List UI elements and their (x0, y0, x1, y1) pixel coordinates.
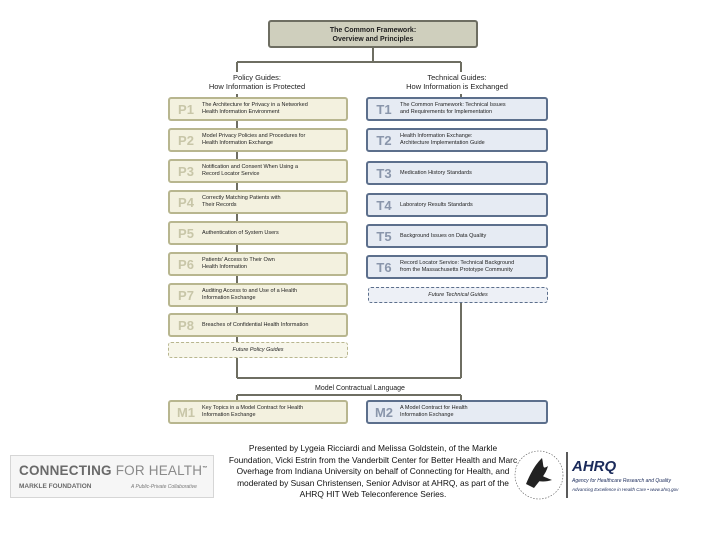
policy-label: Breaches of Confidential Health Informat… (202, 321, 309, 328)
technical-code: T6 (376, 259, 392, 275)
technical-guide-t3[interactable]: T3 Medication History Standards (366, 161, 548, 185)
policy-guide-p1[interactable]: P1 The Architecture for Privacy in a Net… (168, 97, 348, 121)
hhs-eagle-icon (514, 450, 568, 500)
policy-code: P7 (178, 287, 194, 303)
policy-column-title: Policy Guides: How Information is Protec… (172, 73, 342, 91)
policy-code: P3 (178, 163, 194, 179)
ahrq-agency-name: Agency for Healthcare Research and Quali… (572, 478, 671, 484)
technical-code: T3 (376, 165, 392, 181)
technical-code: T4 (376, 197, 392, 213)
framework-header-box: The Common Framework: Overview and Princ… (268, 20, 478, 48)
policy-code: P8 (178, 317, 194, 333)
technical-title-line1: Technical Guides: (427, 73, 487, 82)
policy-guide-p3[interactable]: P3 Notification and Consent When Using a… (168, 159, 348, 183)
framework-title-line1: The Common Framework: (329, 27, 417, 34)
policy-title-line1: Policy Guides: (233, 73, 281, 82)
policy-label: The Architecture for Privacy in a Networ… (202, 102, 308, 115)
technical-label: Record Locator Service: Technical Backgr… (400, 260, 515, 273)
policy-label: Model Privacy Policies and Procedures fo… (202, 133, 306, 146)
policy-guide-p2[interactable]: P2 Model Privacy Policies and Procedures… (168, 128, 348, 152)
ahrq-logo: AHRQ (572, 458, 617, 475)
policy-title-line2: How Information is Protected (208, 82, 306, 91)
policy-guide-p8[interactable]: P8 Breaches of Confidential Health Infor… (168, 313, 348, 337)
presenter-credits: Presented by Lygeia Ricciardi and Meliss… (228, 443, 518, 500)
technical-code: T1 (376, 101, 392, 117)
technical-guide-t6[interactable]: T6 Record Locator Service: Technical Bac… (366, 255, 548, 279)
policy-guide-p7[interactable]: P7 Auditing Access to and Use of a Healt… (168, 283, 348, 307)
contract-code: M2 (374, 404, 394, 420)
policy-code: P5 (178, 225, 194, 241)
connecting-for-health-logo: CONNECTING FOR HEALTH™ MARKLE FOUNDATION… (10, 455, 214, 498)
technical-guide-t2[interactable]: T2 Health Information Exchange:Architect… (366, 128, 548, 152)
cfh-wordmark: CONNECTING FOR HEALTH™ (19, 463, 208, 478)
policy-code: P2 (178, 132, 194, 148)
technical-column-title: Technical Guides: How Information is Exc… (372, 73, 542, 91)
policy-code: P4 (178, 194, 194, 210)
technical-label: Background Issues on Data Quality (400, 232, 487, 239)
cfh-tagline: A Public-Private Collaborative (131, 484, 197, 490)
framework-title-line2: Overview and Principles (332, 36, 414, 43)
technical-title-line2: How Information is Exchanged (406, 82, 508, 91)
policy-label: Authentication of System Users (202, 229, 279, 236)
technical-guide-t4[interactable]: T4 Laboratory Results Standards (366, 193, 548, 217)
technical-label: Health Information Exchange:Architecture… (400, 133, 485, 146)
technical-code: T2 (376, 132, 392, 148)
technical-code: T5 (376, 228, 392, 244)
future-policy-guides[interactable]: Future Policy Guides (168, 342, 348, 358)
contract-code: M1 (176, 404, 196, 420)
policy-guide-p5[interactable]: P5 Authentication of System Users (168, 221, 348, 245)
future-technical-guides[interactable]: Future Technical Guides (368, 287, 548, 303)
markle-foundation-label: MARKLE FOUNDATION (19, 483, 92, 490)
contract-label: Key Topics in a Model Contract for Healt… (202, 405, 304, 418)
technical-label: Medication History Standards (400, 169, 472, 176)
technical-guide-t5[interactable]: T5 Background Issues on Data Quality (366, 224, 548, 248)
technical-guide-t1[interactable]: T1 The Common Framework: Technical Issue… (366, 97, 548, 121)
technical-label: Laboratory Results Standards (400, 201, 473, 208)
ahrq-tagline: Advancing Excellence in Health Care • ww… (572, 487, 679, 492)
contract-section-title: Model Contractual Language (315, 385, 405, 392)
policy-code: P6 (178, 256, 194, 272)
contract-m1[interactable]: M1 Key Topics in a Model Contract for He… (168, 400, 348, 424)
policy-code: P1 (178, 101, 194, 117)
